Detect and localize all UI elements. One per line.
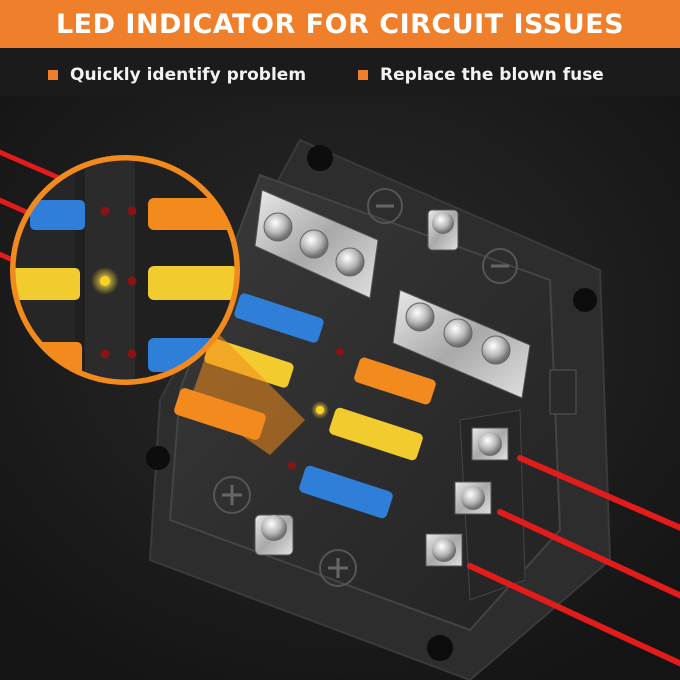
mount-hole	[307, 145, 333, 171]
plus-symbol-icon	[319, 549, 357, 587]
side-connector	[549, 369, 577, 415]
bullet-square-icon	[48, 70, 58, 80]
zoom-magnifier	[10, 155, 305, 455]
zoom-beam	[190, 330, 305, 455]
fuse-box-photo	[0, 96, 680, 680]
fuse-yellow	[13, 268, 80, 300]
terminal-screws	[425, 427, 509, 567]
mount-hole	[427, 635, 453, 661]
bullet-square-icon	[358, 70, 368, 80]
feature-item-replace: Replace the blown fuse	[358, 64, 604, 86]
minus-symbol-icon	[367, 188, 403, 224]
feature-label: Replace the blown fuse	[380, 65, 604, 85]
mount-hole	[573, 288, 597, 312]
banner-title: LED INDICATOR FOR CIRCUIT ISSUES	[55, 8, 625, 40]
led-indicators	[288, 348, 344, 470]
bus-screws	[263, 212, 365, 277]
feature-label: Quickly identify problem	[70, 65, 307, 85]
fuse-orange	[148, 198, 233, 230]
bus-screws-2	[405, 302, 511, 365]
fuse-blue[interactable]	[298, 464, 394, 519]
wires-right	[467, 455, 680, 667]
fuse-yellow	[148, 266, 237, 300]
plus-symbol-icon	[213, 476, 251, 514]
mount-hole	[146, 446, 170, 470]
fuse-orange[interactable]	[353, 356, 437, 405]
fuse-yellow[interactable]	[328, 406, 424, 461]
fuse-blue[interactable]	[233, 292, 325, 344]
stud-nut	[261, 515, 287, 541]
stud-nut	[432, 212, 454, 234]
feature-item-identify: Quickly identify problem	[48, 64, 306, 86]
banner: LED INDICATOR FOR CIRCUIT ISSUES	[0, 0, 680, 48]
fuse-blue	[30, 200, 85, 230]
minus-symbol-icon	[482, 248, 518, 284]
